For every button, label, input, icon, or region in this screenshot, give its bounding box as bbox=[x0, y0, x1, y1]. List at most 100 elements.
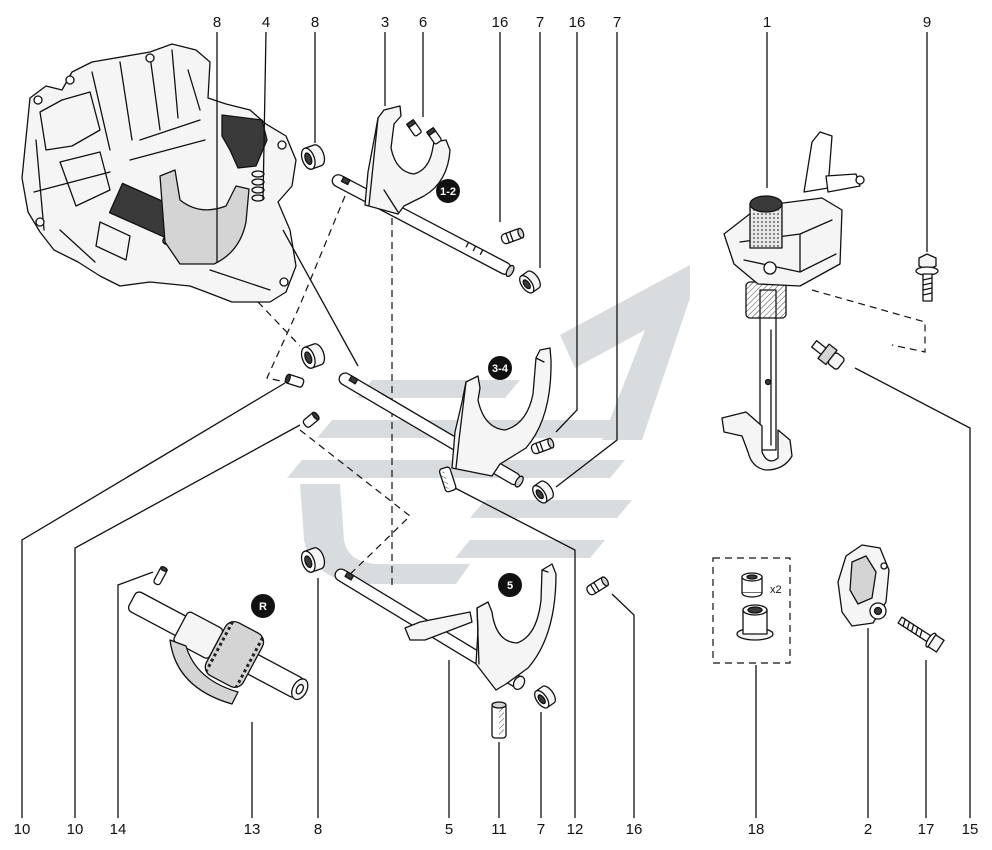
selector-upper-arm bbox=[803, 131, 833, 193]
housing-outline bbox=[21, 43, 297, 303]
part-label: 8 bbox=[213, 14, 221, 31]
rail-notch bbox=[340, 176, 351, 186]
leader-line-bottom-14 bbox=[117, 571, 154, 818]
plug-body bbox=[827, 352, 845, 370]
fork-shading bbox=[476, 569, 549, 665]
bushing-bore bbox=[537, 694, 546, 705]
spring-coil bbox=[251, 186, 265, 194]
dowel-11 bbox=[491, 701, 507, 739]
pad-face bbox=[406, 119, 417, 129]
part-label: 16 bbox=[569, 14, 586, 31]
shift-fork-3-4 bbox=[451, 347, 552, 477]
pin-end bbox=[600, 576, 610, 587]
selector-side-lever bbox=[825, 173, 861, 193]
flanged-bushing-bore bbox=[747, 606, 763, 614]
bolt-threads bbox=[902, 618, 923, 638]
reverse-fork-arm bbox=[169, 639, 239, 705]
leader-line-bottom-10-b bbox=[74, 424, 301, 818]
detent-pin-16-lower bbox=[586, 576, 610, 596]
part-label: 15 bbox=[962, 821, 979, 838]
fork-body bbox=[364, 105, 451, 215]
housing-bolt-bosses bbox=[33, 53, 289, 287]
bushing-bore bbox=[304, 152, 313, 166]
bolt-9 bbox=[915, 253, 939, 302]
kit-dashed-box bbox=[712, 557, 791, 664]
dowel-top bbox=[491, 701, 507, 709]
rail-end-cap bbox=[512, 675, 526, 691]
leader-line-bottom-12 bbox=[454, 487, 576, 818]
dashed-line bbox=[299, 429, 411, 587]
rail-end bbox=[514, 475, 524, 488]
fork-body bbox=[451, 347, 552, 477]
detent-pin-16-middle bbox=[530, 437, 555, 455]
watermark-bar bbox=[470, 500, 632, 518]
part-label: 16 bbox=[492, 14, 509, 31]
leader-line-top-16-b bbox=[555, 32, 578, 433]
shaft-end-center bbox=[295, 683, 304, 695]
leader-line-bottom-10-a bbox=[21, 382, 286, 818]
leader-line-top-7-b bbox=[555, 32, 618, 488]
part-label: 7 bbox=[613, 14, 621, 31]
part-label: 16 bbox=[626, 821, 643, 838]
reverse-gear bbox=[204, 620, 265, 688]
dowel-shading bbox=[499, 708, 504, 735]
fork-pad-left bbox=[406, 119, 422, 137]
part-label: 10 bbox=[14, 821, 31, 838]
bolt-head bbox=[918, 253, 937, 271]
bolt-threads bbox=[922, 277, 933, 296]
bolt-boss bbox=[35, 217, 45, 227]
bolt-boss bbox=[65, 75, 75, 85]
pin-end bbox=[547, 437, 555, 449]
leader-line-fork-link bbox=[282, 229, 359, 367]
selector-lower-lever bbox=[721, 411, 793, 471]
part-label: 11 bbox=[491, 821, 507, 838]
gear-badge-reverse: R bbox=[251, 594, 275, 618]
gear-selector-assembly-1 bbox=[721, 131, 865, 471]
housing-ribs bbox=[33, 49, 271, 291]
leader-line-bottom-15 bbox=[854, 367, 971, 818]
pin-rings bbox=[505, 231, 514, 244]
part-label: 8 bbox=[311, 14, 319, 31]
leader-line-top-4 bbox=[262, 31, 267, 201]
part-label: 18 bbox=[748, 821, 765, 838]
part-labels-top: 8 4 8 3 6 16 7 16 7 1 9 bbox=[213, 14, 931, 31]
part-label: 2 bbox=[864, 821, 872, 838]
part-label: 12 bbox=[567, 821, 584, 838]
leader-lines bbox=[21, 31, 971, 818]
fork-shading bbox=[455, 357, 545, 469]
bolt-boss bbox=[277, 140, 287, 150]
bushing-8-upper bbox=[300, 144, 326, 170]
pin-rings bbox=[535, 441, 544, 454]
badge-text: 1-2 bbox=[440, 186, 456, 198]
pad-face bbox=[426, 127, 437, 137]
part-label: 7 bbox=[536, 14, 544, 31]
dashed-line bbox=[266, 195, 346, 384]
gear-badge-1-2: 1-2 bbox=[436, 179, 460, 203]
gear-badge-3-4: 3-4 bbox=[488, 356, 512, 380]
bracket-2 bbox=[837, 544, 890, 627]
bushing-bore bbox=[535, 489, 544, 500]
bolt-head bbox=[927, 634, 945, 653]
pin-rings bbox=[589, 581, 600, 594]
selector-plate-hole bbox=[763, 261, 777, 275]
leader-line-bottom-16 bbox=[611, 593, 635, 818]
rail-notch bbox=[344, 571, 355, 581]
small-bushing-bottom bbox=[741, 592, 763, 598]
detent-pin-16-upper bbox=[500, 227, 525, 245]
bolt-17 bbox=[897, 616, 945, 653]
bolt-boss bbox=[279, 277, 289, 287]
interlock-pin-10-upper bbox=[284, 373, 305, 388]
part-labels-bottom: 10 10 14 13 8 5 11 7 12 16 18 2 17 15 bbox=[14, 821, 979, 838]
shift-fork-5 bbox=[404, 563, 557, 691]
kit-quantity-label: x2 bbox=[770, 584, 782, 596]
badge-text: 3-4 bbox=[492, 363, 509, 375]
dashed-line bbox=[257, 301, 301, 347]
bushing-bore bbox=[522, 279, 531, 290]
rail-notch bbox=[348, 375, 359, 385]
bolt-shank bbox=[897, 616, 933, 644]
selector-spring bbox=[745, 281, 787, 319]
small-bushing-bore bbox=[746, 574, 758, 580]
bushing-kit-18: x2 bbox=[736, 572, 782, 641]
rail-end bbox=[505, 264, 515, 278]
bushing-8-middle bbox=[300, 343, 326, 369]
